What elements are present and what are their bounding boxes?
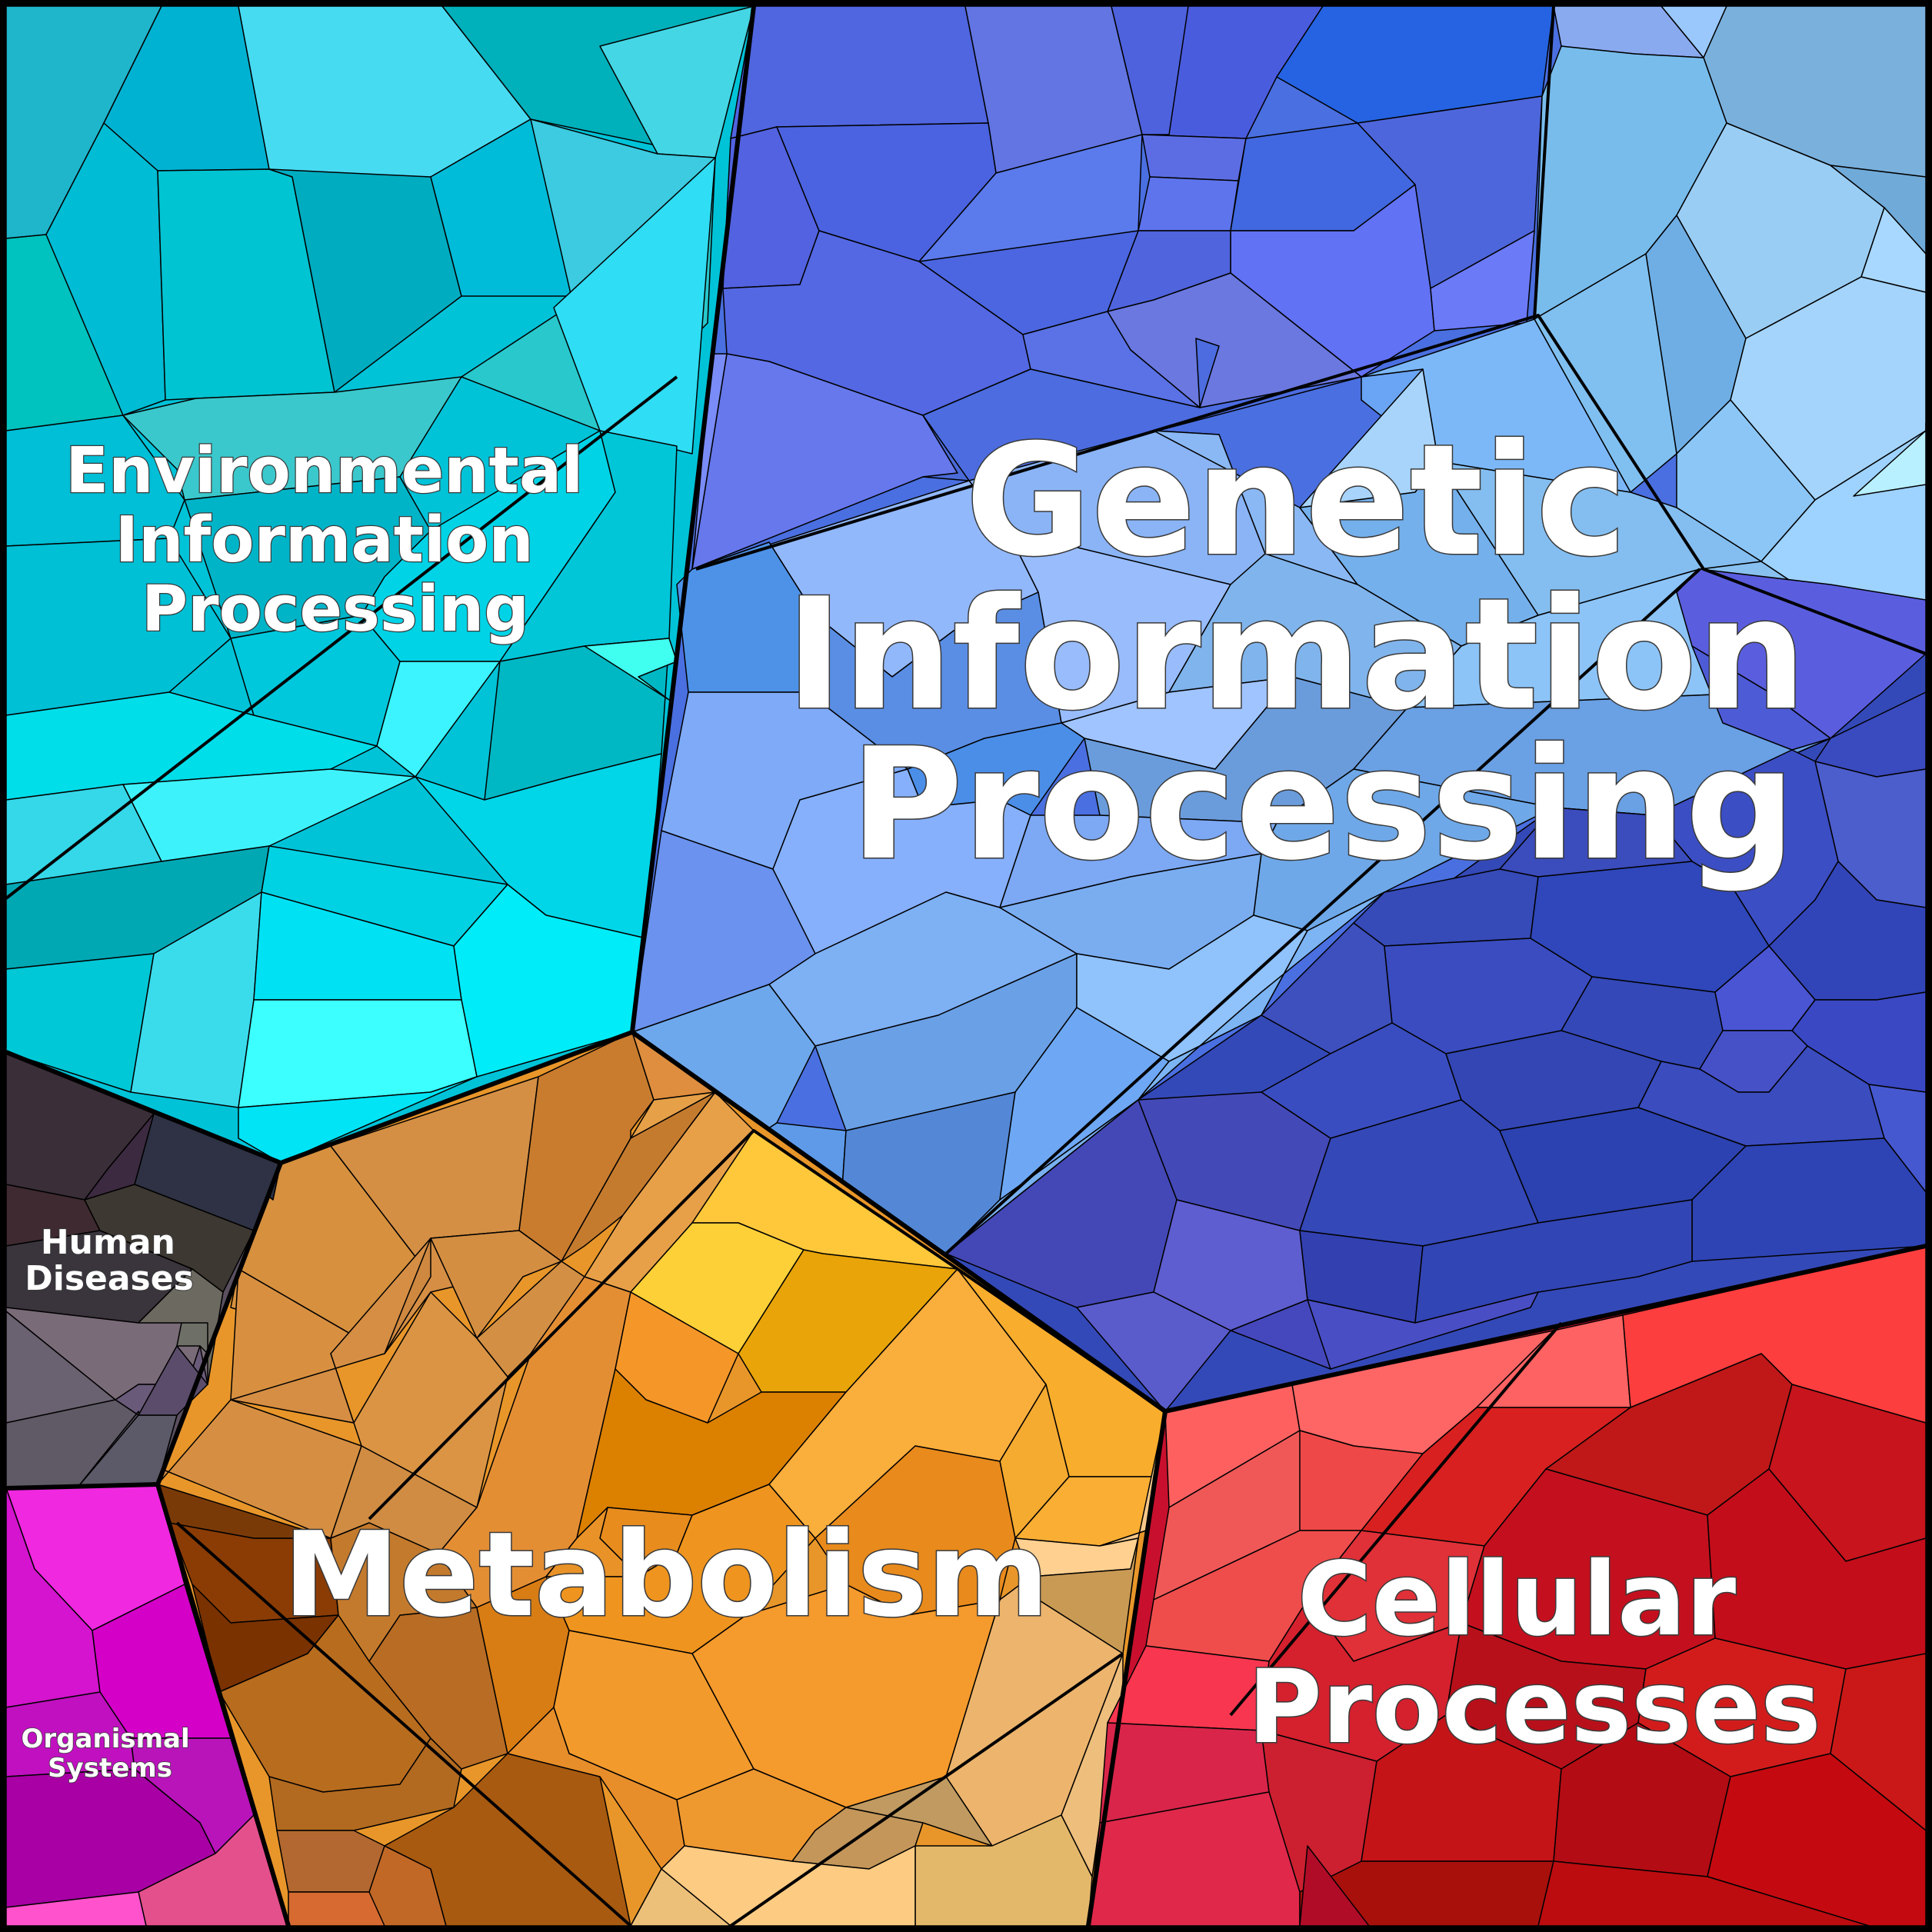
- cell: [730, 5, 989, 139]
- label-organismal: Organismal Systems: [22, 1724, 199, 1784]
- cell: [138, 1268, 224, 1385]
- label-genetic-line-1: Genetic: [965, 411, 1627, 591]
- cell: [268, 168, 462, 393]
- label-environmental: Environmental Information Processing: [65, 435, 605, 646]
- label-genetic: Genetic Information Processing: [786, 411, 1860, 894]
- label-human-diseases-line-1: Human: [41, 1223, 175, 1262]
- cell: [384, 1237, 431, 1354]
- label-genetic-line-2: Information: [786, 565, 1807, 744]
- region-genetic[interactable]: [631, 5, 1927, 1412]
- cell: [384, 1753, 631, 1927]
- label-organismal-line-1: Organismal: [22, 1724, 190, 1754]
- label-metabolism: Metabolism: [283, 1507, 1049, 1643]
- label-cellular-line-2: Processes: [1247, 1648, 1821, 1767]
- cell: [1141, 134, 1247, 182]
- cell: [922, 415, 970, 481]
- region-human-diseases[interactable]: [5, 1051, 281, 1489]
- region-cellular[interactable]: [1088, 1245, 1927, 1927]
- label-metabolism-line-1: Metabolism: [283, 1507, 1049, 1643]
- cell: [1307, 1291, 1539, 1370]
- cell: [288, 1891, 385, 1927]
- label-cellular-line-1: Cellular: [1297, 1541, 1736, 1659]
- cell: [122, 376, 462, 501]
- cell: [430, 1230, 562, 1339]
- cell: [1022, 311, 1201, 408]
- cell: [545, 1507, 639, 1577]
- label-cellular: Cellular Processes: [1247, 1541, 1821, 1767]
- region-environmental[interactable]: [5, 5, 754, 1164]
- label-human-diseases-line-2: Diseases: [25, 1259, 194, 1298]
- region-metabolism[interactable]: [157, 1031, 1166, 1927]
- label-environmental-line-2: Information: [115, 504, 534, 577]
- label-human-diseases: Human Diseases: [25, 1223, 194, 1298]
- cell: [1138, 176, 1239, 232]
- cell: [276, 1830, 385, 1893]
- cell: [1691, 645, 1831, 751]
- label-environmental-line-1: Environmental: [65, 435, 583, 508]
- cell: [238, 1076, 478, 1164]
- cell: [584, 638, 678, 701]
- label-organismal-line-2: Systems: [48, 1753, 172, 1784]
- label-genetic-line-3: Processing: [850, 715, 1795, 894]
- label-environmental-line-3: Processing: [142, 573, 529, 646]
- cell: [1361, 318, 1631, 493]
- region-organismal[interactable]: [5, 1484, 289, 1927]
